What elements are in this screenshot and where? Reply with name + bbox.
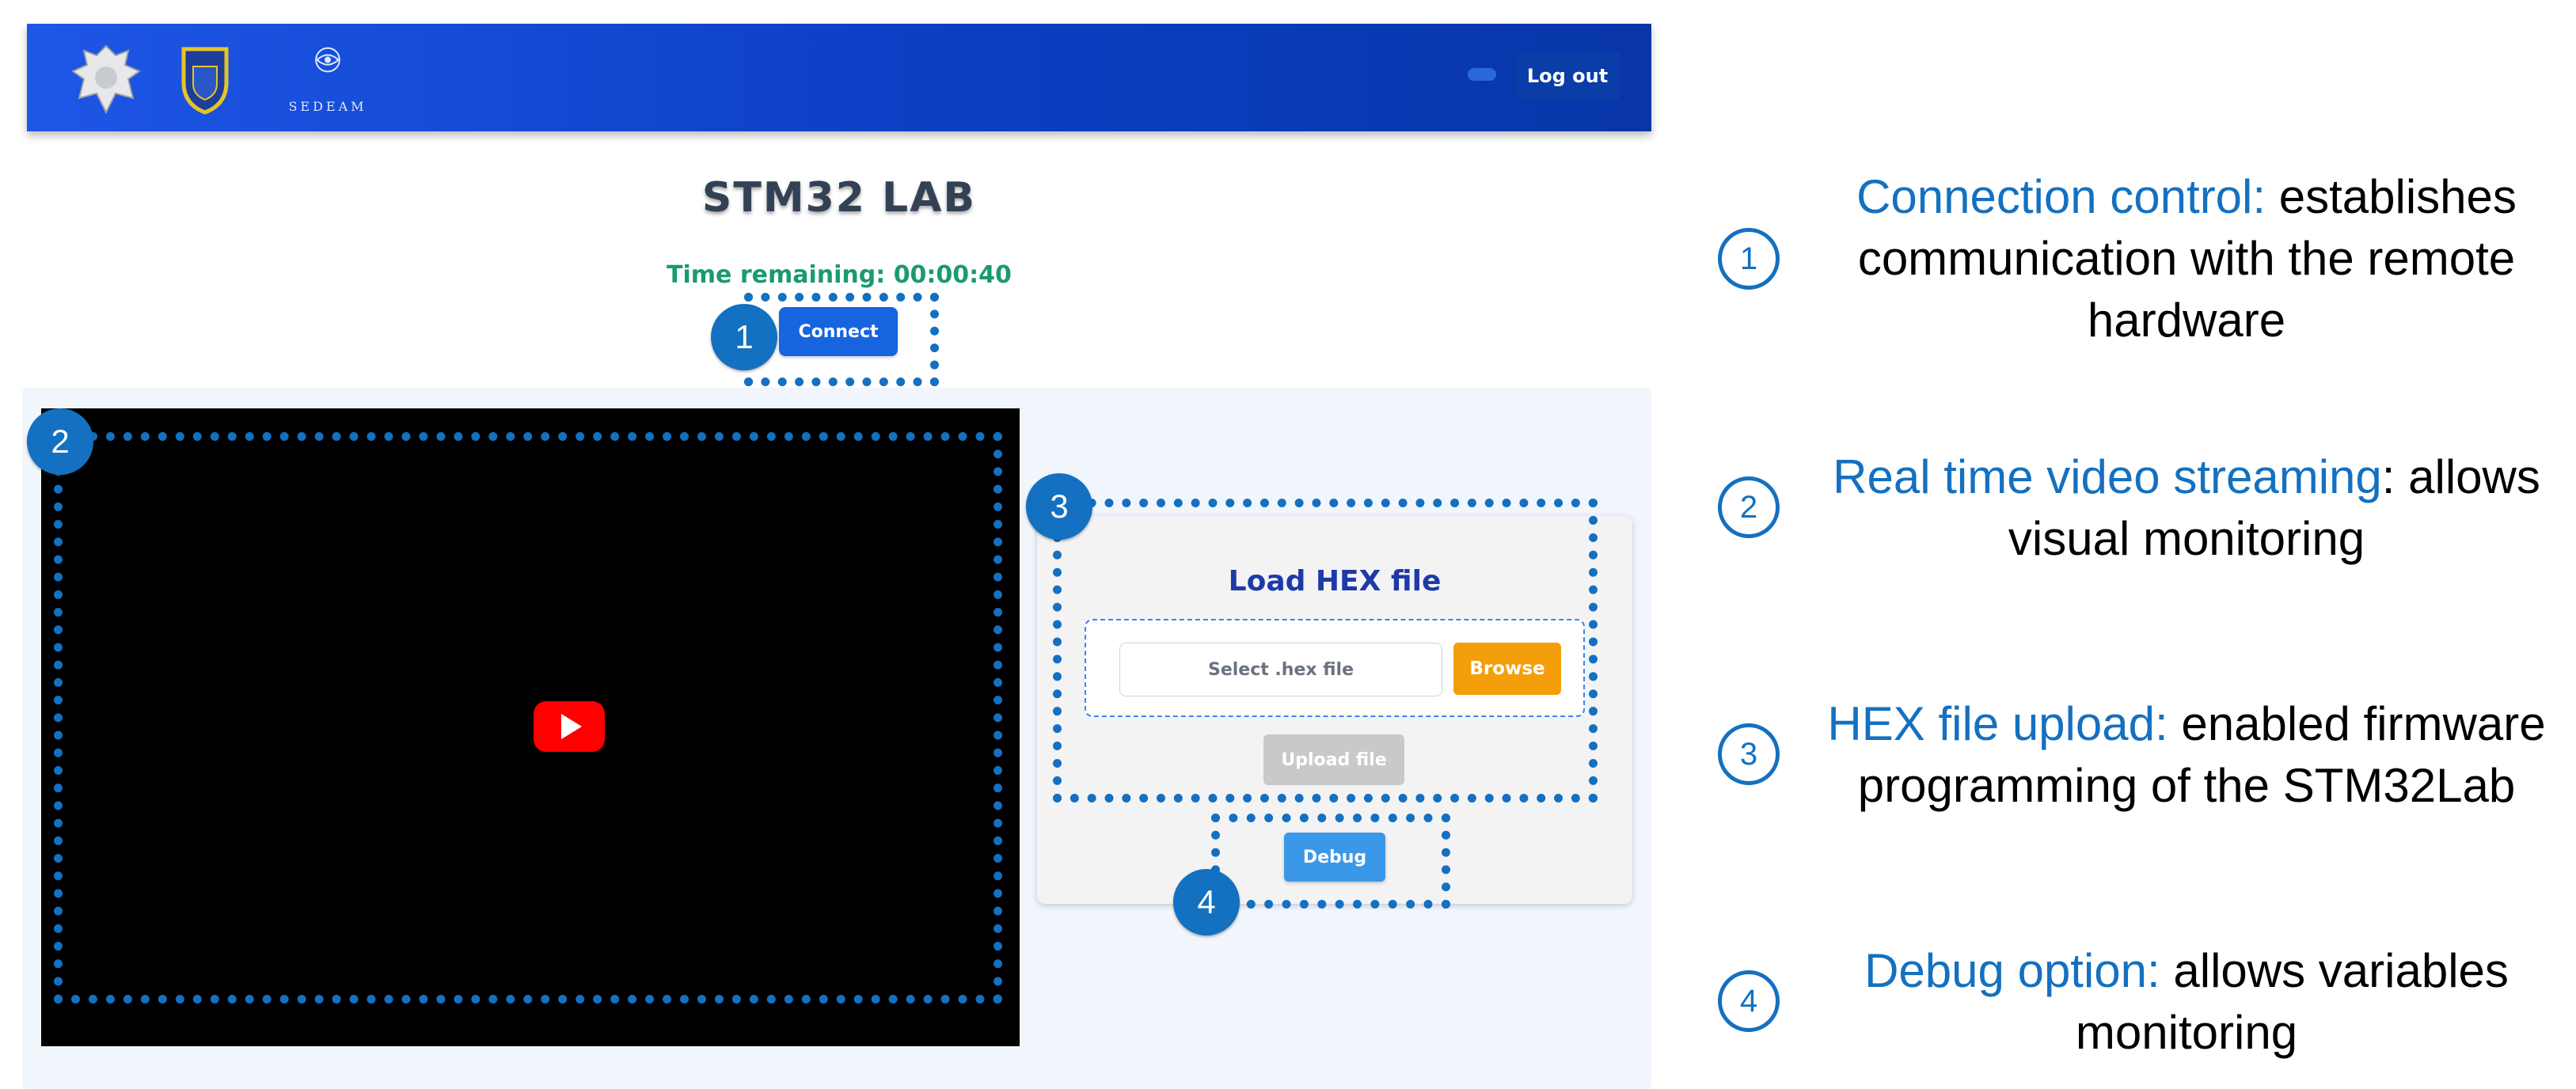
annotation-box-3 xyxy=(1053,499,1598,803)
annotation-box-2 xyxy=(54,432,1002,1004)
legend-key-2: Real time video streaming xyxy=(1833,450,2382,503)
legend-line: monitoring xyxy=(2075,1006,2298,1059)
legend-item-3: 3 HEX file upload: enabled firmware prog… xyxy=(1710,693,2576,836)
top-navbar: SEDEAM Log out xyxy=(27,24,1651,131)
file-drop-zone[interactable]: Select .hex file Browse xyxy=(1085,619,1585,717)
play-icon[interactable] xyxy=(534,701,605,752)
faculty-shield-logo xyxy=(177,43,233,116)
legend-line: visual monitoring xyxy=(2008,512,2365,565)
annotation-marker-3: 3 xyxy=(1026,473,1092,540)
legend-line: communication with the remote xyxy=(1857,232,2516,285)
video-stream[interactable] xyxy=(41,408,1020,1046)
annotation-marker-4: 4 xyxy=(1173,869,1240,935)
legend-text-4: Debug option: allows variables monitorin… xyxy=(1797,940,2576,1064)
unam-crest-logo xyxy=(66,43,146,116)
legend-number-2: 2 xyxy=(1718,476,1780,538)
debug-button[interactable]: Debug xyxy=(1284,833,1385,882)
legend-number-1: 1 xyxy=(1718,228,1780,290)
upload-file-button[interactable]: Upload file xyxy=(1263,734,1404,785)
legend-line: programming of the STM32Lab xyxy=(1857,759,2516,812)
sedeam-logo: SEDEAM xyxy=(280,43,375,116)
legend-text-2: Real time video streaming: allows visual… xyxy=(1797,446,2576,570)
annotation-marker-2: 2 xyxy=(27,408,93,475)
hex-upload-card: Load HEX file Select .hex file Browse Up… xyxy=(1037,516,1632,904)
card-title: Load HEX file xyxy=(1228,565,1442,598)
annotation-box-4 xyxy=(1211,814,1450,909)
time-remaining: Time remaining: 00:00:40 xyxy=(667,261,1012,289)
legend-key-4: Debug option: xyxy=(1864,944,2160,997)
legend-line: enabled firmware xyxy=(2168,697,2546,750)
lab-app: SEDEAM Log out STM32 LAB Time remaining:… xyxy=(22,24,1651,1089)
hex-file-input[interactable]: Select .hex file xyxy=(1119,643,1442,696)
legend-item-1: 1 Connection control: establishes commun… xyxy=(1710,166,2576,347)
legend-line: establishes xyxy=(2266,170,2517,223)
legend-key-1: Connection control: xyxy=(1856,170,2266,223)
legend-text-3: HEX file upload: enabled firmware progra… xyxy=(1797,693,2576,817)
legend-line: allows variables xyxy=(2160,944,2509,997)
sedeam-wordmark: SEDEAM xyxy=(288,99,367,114)
legend-item-4: 4 Debug option: allows variables monitor… xyxy=(1710,940,2576,1083)
legend-text-1: Connection control: establishes communic… xyxy=(1797,166,2576,351)
theme-toggle[interactable] xyxy=(1468,68,1496,81)
logout-button[interactable]: Log out xyxy=(1515,52,1620,100)
legend-item-2: 2 Real time video streaming: allows visu… xyxy=(1710,446,2576,589)
legend-line: hardware xyxy=(2087,294,2286,347)
legend-number-4: 4 xyxy=(1718,970,1780,1032)
connect-button[interactable]: Connect xyxy=(779,307,898,356)
browse-button[interactable]: Browse xyxy=(1453,643,1561,695)
legend-line: : allows xyxy=(2381,450,2540,503)
legend-number-3: 3 xyxy=(1718,723,1780,785)
legend-key-3: HEX file upload: xyxy=(1827,697,2168,750)
page-title: STM32 LAB xyxy=(701,174,977,222)
annotation-marker-1: 1 xyxy=(711,304,777,370)
